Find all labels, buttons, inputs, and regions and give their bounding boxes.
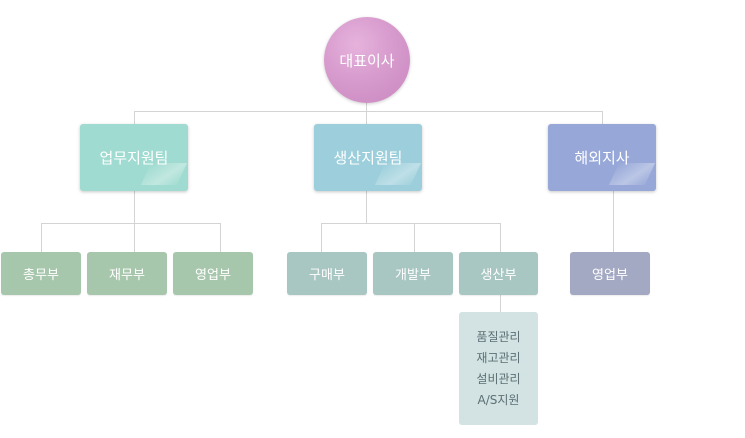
- connector-dept-2-2: [414, 223, 415, 252]
- dept-label: 개발부: [395, 268, 431, 283]
- dept-node-purchasing: 구매부: [287, 252, 367, 295]
- ceo-node: 대표이사: [324, 17, 410, 103]
- team-node-overseas-branch: 해외지사: [548, 124, 656, 191]
- dept-node-production: 생산부: [459, 252, 538, 295]
- team-label: 업무지원팀: [99, 149, 169, 167]
- dept-label: 재무부: [109, 268, 145, 283]
- sub-item-equipment-management: 설비관리: [476, 371, 521, 386]
- dept-node-finance: 재무부: [87, 252, 167, 295]
- connector-dept-1-3: [220, 223, 221, 252]
- sub-item-as-support: A/S지원: [477, 392, 520, 407]
- connector-sublist: [500, 295, 501, 312]
- team-node-business-support: 업무지원팀: [80, 124, 188, 191]
- dept-node-development: 개발부: [373, 252, 453, 295]
- dept-label: 총무부: [23, 268, 59, 283]
- connector-team1-up: [134, 111, 135, 124]
- dept-node-general-affairs: 총무부: [1, 252, 81, 295]
- dept-node-sales: 영업부: [173, 252, 253, 295]
- connector-team1-down: [134, 191, 135, 224]
- production-sub-list: 품질관리 재고관리 설비관리 A/S지원: [459, 312, 538, 425]
- ceo-label: 대표이사: [339, 51, 395, 70]
- connector-dept-2-1: [321, 223, 322, 252]
- connector-team3-up: [602, 111, 603, 124]
- connector-dept-1-1: [41, 223, 42, 252]
- connector-dept-2-3: [500, 223, 501, 252]
- team-node-production-support: 생산지원팀: [314, 124, 422, 191]
- connector-teams-horizontal: [134, 111, 603, 112]
- dept-label: 영업부: [195, 268, 231, 283]
- connector-team1-depts-horizontal: [41, 223, 221, 224]
- team-label: 생산지원팀: [333, 149, 403, 167]
- sub-item-inventory-management: 재고관리: [476, 350, 521, 365]
- team-label: 해외지사: [574, 149, 630, 167]
- connector-team2-down: [366, 191, 367, 224]
- sub-item-quality-control: 품질관리: [476, 329, 521, 344]
- connector-dept-1-2: [134, 223, 135, 252]
- connector-team2-up: [366, 111, 367, 124]
- connector-ceo-down: [366, 103, 367, 112]
- dept-node-overseas-sales: 영업부: [570, 252, 650, 295]
- dept-label: 영업부: [592, 268, 628, 283]
- dept-label: 생산부: [480, 268, 517, 283]
- connector-team3-down: [613, 191, 614, 252]
- connector-team2-depts-horizontal: [321, 223, 501, 224]
- dept-label: 구매부: [309, 268, 345, 283]
